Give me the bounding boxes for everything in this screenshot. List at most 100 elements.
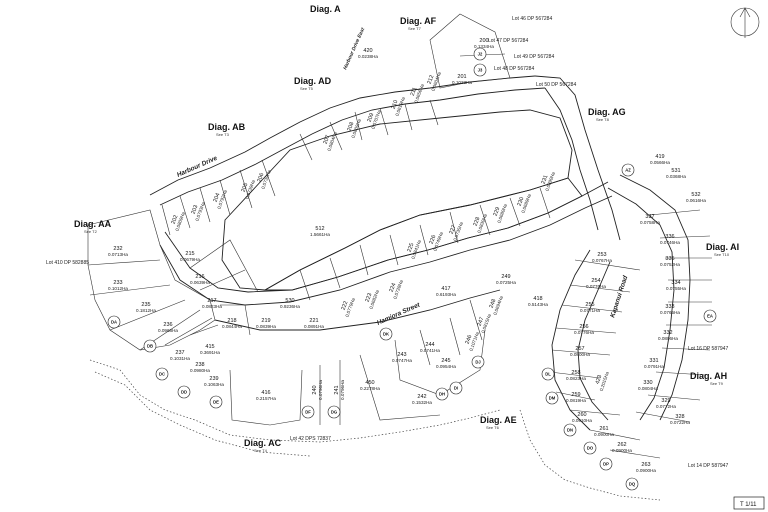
marker-circle xyxy=(143,339,157,353)
diagram-see-ref: See T5 xyxy=(300,86,314,91)
marker-circle xyxy=(703,309,717,323)
lot-area: 0.0656Ha xyxy=(413,83,425,104)
marker-code: DB xyxy=(147,344,153,349)
lot-area: 0.0767Ha xyxy=(592,258,612,263)
lot-area: 0.0639Ha xyxy=(190,280,210,285)
external-lot-label: Lot 410 DP 582885 xyxy=(46,260,89,266)
lot-area: 0.0800Ha xyxy=(570,352,590,357)
lot-number: 227 xyxy=(449,224,458,235)
lot-number: 216 xyxy=(195,274,204,280)
lot-area: 0.0238Ha xyxy=(358,54,378,59)
diagram-see-ref: See T2 xyxy=(84,229,98,234)
lot-number: 419 xyxy=(655,154,664,160)
lot-number: 260 xyxy=(577,412,586,418)
marker-dg: DG xyxy=(327,405,341,419)
lot-area: 0.0815Ha xyxy=(480,313,492,334)
lot-area: 0.0830Ha xyxy=(476,213,488,234)
marker-circle xyxy=(471,355,485,369)
diagram-see-ref: See T6 xyxy=(486,425,500,430)
lot-number: 257 xyxy=(575,346,584,352)
marker-code: J2 xyxy=(478,52,483,57)
lot-number: 415 xyxy=(205,344,214,350)
lot-area: 0.0804Ha xyxy=(326,131,338,152)
external-lot-label: Lot 42 DPS 72837 xyxy=(290,436,331,442)
marker-circle xyxy=(301,405,315,419)
marker-dm: DM xyxy=(545,391,559,405)
external-lot-label: Lot 49 DP 567284 xyxy=(514,54,554,60)
lot-area: 0.0779Ha xyxy=(344,297,356,318)
lot-area: 0.5143Ha xyxy=(528,302,548,307)
marker-code: DK xyxy=(383,332,389,337)
lot-area: 0.1334Ha xyxy=(474,44,494,49)
lot-area: 0.0776Ha xyxy=(586,284,606,289)
lot-number: 222 xyxy=(341,300,350,311)
marker-code: DQ xyxy=(629,482,636,487)
marker-circle xyxy=(473,63,487,77)
marker-circle xyxy=(327,405,341,419)
lot-number: 223 xyxy=(365,292,374,303)
lot-number: 417 xyxy=(441,286,450,292)
lot-area: 0.0900Ha xyxy=(612,448,632,453)
lot-area: 0.0368Ha xyxy=(666,174,686,179)
marker-dc: DC xyxy=(155,367,169,381)
marker-code: DO xyxy=(587,446,594,451)
lot-number: 208 xyxy=(347,121,356,132)
lot-area: 0.1071Ha xyxy=(468,331,480,352)
lot-number: 218 xyxy=(227,318,236,324)
marker-dl: DL xyxy=(541,367,555,381)
lot-area: 0.0728Ha xyxy=(392,279,404,300)
lot-area: 0.0619Ha xyxy=(394,96,406,117)
lot-area: 0.0900Ha xyxy=(594,432,614,437)
marker-code: DF xyxy=(305,410,311,415)
lot-area: 0.0841Ha xyxy=(410,239,422,260)
lot-number: 333 xyxy=(665,304,674,310)
external-lot-labels: Lot 46 DP 567284 Lot 47 DP 567284 Lot 48… xyxy=(46,16,728,469)
lot-number: 254 xyxy=(591,278,600,284)
marker-circle xyxy=(177,385,191,399)
lot-area: 0.0809Ha xyxy=(350,118,362,139)
lot-area: 0.0713Ha xyxy=(108,252,128,257)
lot-number: 450 xyxy=(365,380,374,386)
marker-code: DC xyxy=(159,372,165,377)
lot-area: 0.3691Ha xyxy=(200,350,220,355)
marker-code: DH xyxy=(439,392,445,397)
marker-dp: DP xyxy=(599,457,613,471)
lot-area: 0.0749Ha xyxy=(432,231,444,252)
lot-area: 0.0604Ha xyxy=(430,71,442,92)
lot-area: 0.0752Ha xyxy=(660,262,680,267)
lot-area: 0.0823Ha xyxy=(566,376,586,381)
lot-number: 243 xyxy=(397,352,406,358)
lot-number: 228 xyxy=(473,216,482,227)
lot-number: 532 xyxy=(691,192,700,198)
diagram-labels: Diag. A Diag. AF See T7 Diag. AD See T5 … xyxy=(74,4,739,453)
diagram-see-ref: See T3 xyxy=(216,132,230,137)
external-lot-label: Lot 16 DP 587947 xyxy=(688,346,728,352)
diagram-see-ref: See T8 xyxy=(596,117,610,122)
